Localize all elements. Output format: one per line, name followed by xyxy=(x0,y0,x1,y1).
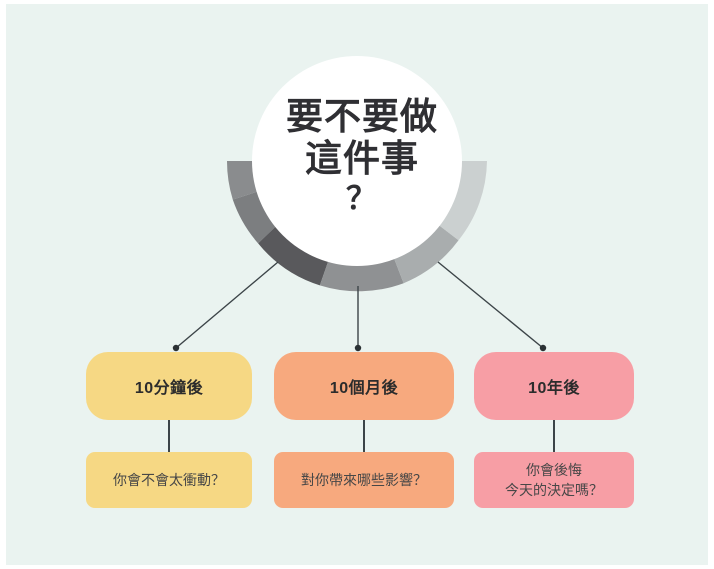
connector-line-left xyxy=(175,261,279,349)
ring-segment-4 xyxy=(319,259,404,292)
ring-segment-1 xyxy=(226,161,258,200)
hub-line-2: 這件事 xyxy=(305,138,419,180)
branch-sub-line-ten-minutes-1: 你會不會太衝動？ xyxy=(113,471,225,488)
ring-group xyxy=(226,161,487,292)
branch-ten-minutes: 10分鐘後 你會不會太衝動？ xyxy=(86,352,252,508)
branch-sub-ten-minutes[interactable]: 你會不會太衝動？ xyxy=(86,452,252,508)
branch-stem-ten-months xyxy=(363,420,365,452)
branch-stem-ten-years xyxy=(553,420,555,452)
branch-ten-years: 10年後 你會後悔 今天的決定嗎？ xyxy=(474,352,634,508)
branch-sub-ten-years[interactable]: 你會後悔 今天的決定嗎？ xyxy=(474,452,634,508)
branch-ten-months: 10個月後 對你帶來哪些影響？ xyxy=(274,352,454,508)
branch-sub-ten-months[interactable]: 對你帶來哪些影響？ xyxy=(274,452,454,508)
branch-head-ten-minutes[interactable]: 10分鐘後 xyxy=(86,352,252,420)
diagram-stage: 要不要做 這件事 ？ 10分鐘後 你會不會太衝動？ 10個月後 xyxy=(6,4,708,565)
connector-line-right xyxy=(437,261,544,349)
connector-dot-right xyxy=(539,344,547,352)
ring-segment-3 xyxy=(258,225,329,286)
connector-dot-center xyxy=(354,344,362,352)
ring-segment-2 xyxy=(232,191,277,244)
branch-head-ten-years[interactable]: 10年後 xyxy=(474,352,634,420)
hub-line-3: ？ xyxy=(346,181,378,217)
branch-sub-line-ten-years-1: 你會後悔 xyxy=(526,461,582,478)
branch-sub-line-ten-years-2: 今天的決定嗎？ xyxy=(505,482,603,498)
hub-line-1: 要不要做 xyxy=(286,96,438,137)
branch-sub-line-ten-months-1: 對你帶來哪些影響？ xyxy=(301,471,427,488)
branch-head-ten-months[interactable]: 10個月後 xyxy=(274,352,454,420)
hub-circle xyxy=(252,56,462,266)
connector-dot-left xyxy=(172,344,180,352)
ring-segment-5 xyxy=(394,224,459,284)
hub-text-block: 要不要做 這件事 ？ xyxy=(252,96,472,217)
ring-segment-6 xyxy=(437,161,487,241)
branch-stem-ten-minutes xyxy=(168,420,170,452)
